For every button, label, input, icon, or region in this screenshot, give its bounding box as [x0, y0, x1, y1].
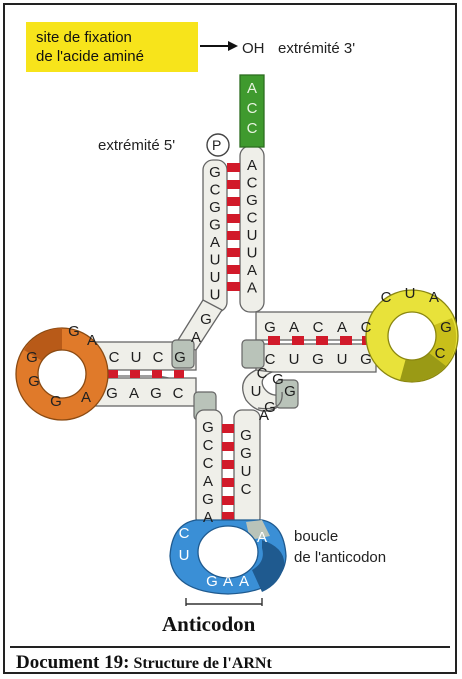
t-stem-top-base-2: C	[313, 319, 324, 336]
acceptor-bonds	[227, 163, 240, 291]
acceptor-tail-base-1: C	[247, 100, 258, 117]
t-stem-top-base-0: G	[264, 319, 276, 336]
d-stem-top-base-1: U	[131, 349, 142, 366]
ac-loop-base-3: G	[206, 573, 218, 590]
site-label-line1: site de fixation	[36, 29, 132, 46]
acceptor-5-base-2: G	[209, 199, 221, 216]
t-stem-top-base-4: C	[361, 319, 372, 336]
ac-stem-right-base-2: G	[240, 427, 252, 444]
phosphate-label: P	[212, 137, 222, 153]
acceptor-5-base-0: G	[209, 164, 221, 181]
acceptor-3-base-1: C	[247, 175, 258, 192]
d-arm	[15, 315, 197, 421]
acceptor-3-base-3: C	[247, 210, 258, 227]
d-stem-top-base-2: C	[153, 349, 164, 366]
ac-loop-base-0: C	[179, 525, 190, 542]
d-loop-base-0: G	[68, 323, 80, 340]
ac-stem-right-base-3: G	[240, 445, 252, 462]
three-prime-label: extrémité 3'	[278, 40, 356, 57]
t-junction-base	[241, 339, 265, 369]
d-junction-base	[171, 339, 195, 369]
ac-stem-right-base-5: C	[241, 481, 252, 498]
junction-base-1: G	[200, 311, 212, 328]
d-loop-base-3: G	[28, 373, 40, 390]
d-stem-bottom-base-3: C	[173, 385, 184, 402]
site-arrow	[200, 41, 238, 51]
phosphate-circle	[206, 133, 230, 157]
d-stem-bottom-base-1: A	[129, 385, 139, 402]
anticodon-caption: Anticodon	[162, 612, 256, 636]
ac-loop-base-5: A	[239, 573, 249, 590]
doc-subtitle: Structure de l'ARNt	[129, 655, 272, 672]
t-loop-base-4: C	[435, 345, 446, 362]
acceptor-5-base-3: G	[209, 217, 221, 234]
t-stem-top-base-3: A	[337, 319, 347, 336]
ac-stem-right-base-0: G	[284, 383, 296, 400]
five-prime-label: extrémité 5'	[98, 137, 176, 154]
ac-stem-left-base-5: A	[203, 509, 213, 526]
t-stem-bottom-base-3: U	[337, 351, 348, 368]
d-stem-bottom-base-0: G	[106, 385, 118, 402]
d-loop-base-2: G	[26, 349, 38, 366]
ac-stem-left-base-4: G	[202, 491, 214, 508]
t-stem-bottom-base-4: G	[360, 351, 372, 368]
t-loop-base-2: A	[429, 289, 439, 306]
d-stem-top-base-3: G	[174, 349, 186, 366]
oh-end-label: OH	[242, 40, 265, 57]
t-loop-base-1: U	[405, 285, 416, 302]
junction-base-0: A	[191, 329, 201, 346]
ac-stem-right-base-1: A	[259, 407, 269, 424]
t-stem-bottom-base-0: C	[265, 351, 276, 368]
d-loop-base-4: G	[50, 393, 62, 410]
document-title: Document 19: Structure de l'ARNt	[16, 652, 272, 674]
d-stem-top-base-0: C	[109, 349, 120, 366]
site-label-line2: de l'acide aminé	[36, 48, 144, 65]
acceptor-5-base-1: C	[210, 182, 221, 199]
amino-acid-site-label: site de fixation de l'acide aminé	[26, 22, 198, 72]
variable-loop-base-3: G	[272, 371, 284, 388]
anticodon-bracket	[185, 598, 263, 606]
ac-stem-right-base-4: U	[241, 463, 252, 480]
doc-number: Document 19:	[16, 652, 130, 673]
t-arm	[255, 289, 459, 383]
ac-stem-left-base-3: A	[203, 473, 213, 490]
acceptor-3-base-4: U	[247, 227, 258, 244]
acceptor-stem	[202, 74, 265, 313]
acceptor-tail-base-0: A	[247, 80, 257, 97]
t-stem-top-base-1: A	[289, 319, 299, 336]
d-stem-bottom-base-2: G	[150, 385, 162, 402]
anticodon-loop	[169, 519, 287, 595]
acceptor-3-base-7: A	[247, 280, 257, 297]
t-stem-bottom-base-2: G	[312, 351, 324, 368]
ac-stem-left-base-2: C	[203, 455, 214, 472]
d-loop-base-1: A	[87, 332, 97, 349]
acceptor-5-base-6: U	[210, 269, 221, 286]
ac-loop-base-1: U	[179, 547, 190, 564]
acceptor-3-base-0: A	[247, 157, 257, 174]
acceptor-5-base-7: U	[210, 287, 221, 304]
t-loop-base-3: G	[440, 319, 452, 336]
ac-loop-base-2: A	[257, 529, 267, 546]
variable-loop-base-2: G	[264, 399, 276, 416]
acceptor-tail-base-2: C	[247, 120, 258, 137]
loop-label-line2: de l'anticodon	[294, 549, 387, 566]
footer-divider	[10, 646, 450, 649]
acceptor-5-base-4: A	[210, 234, 220, 251]
t-loop-base-0: C	[381, 289, 392, 306]
d-loop-base-5: A	[81, 389, 91, 406]
variable-loop-base-1: U	[251, 383, 262, 400]
t-stem-bottom-base-1: U	[289, 351, 300, 368]
ac-loop-base-4: A	[223, 573, 233, 590]
ac-stem-left-base-0: G	[202, 419, 214, 436]
acceptor-5-base-5: U	[210, 252, 221, 269]
variable-loop-base-0: C	[257, 365, 268, 382]
acceptor-3-base-2: G	[246, 192, 258, 209]
connector-a-d	[173, 299, 223, 351]
ac-stem-left-base-1: C	[203, 437, 214, 454]
acceptor-3-base-6: A	[247, 262, 257, 279]
loop-label-line1: boucle	[294, 528, 339, 545]
acceptor-3-base-5: U	[247, 245, 258, 262]
